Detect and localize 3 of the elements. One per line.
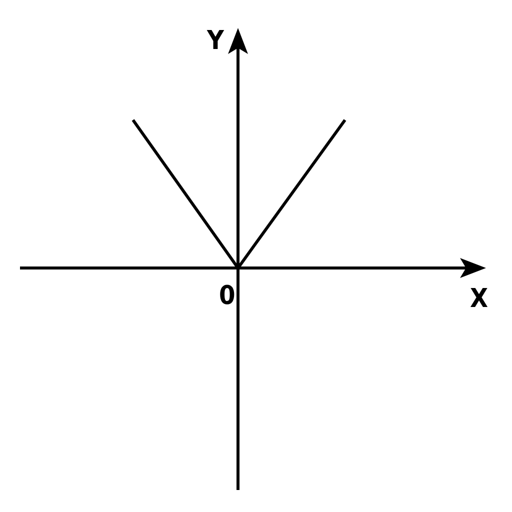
axis-label: X [470, 286, 488, 312]
axis-label: Y [207, 28, 224, 54]
origin-label: 0 [219, 283, 236, 309]
